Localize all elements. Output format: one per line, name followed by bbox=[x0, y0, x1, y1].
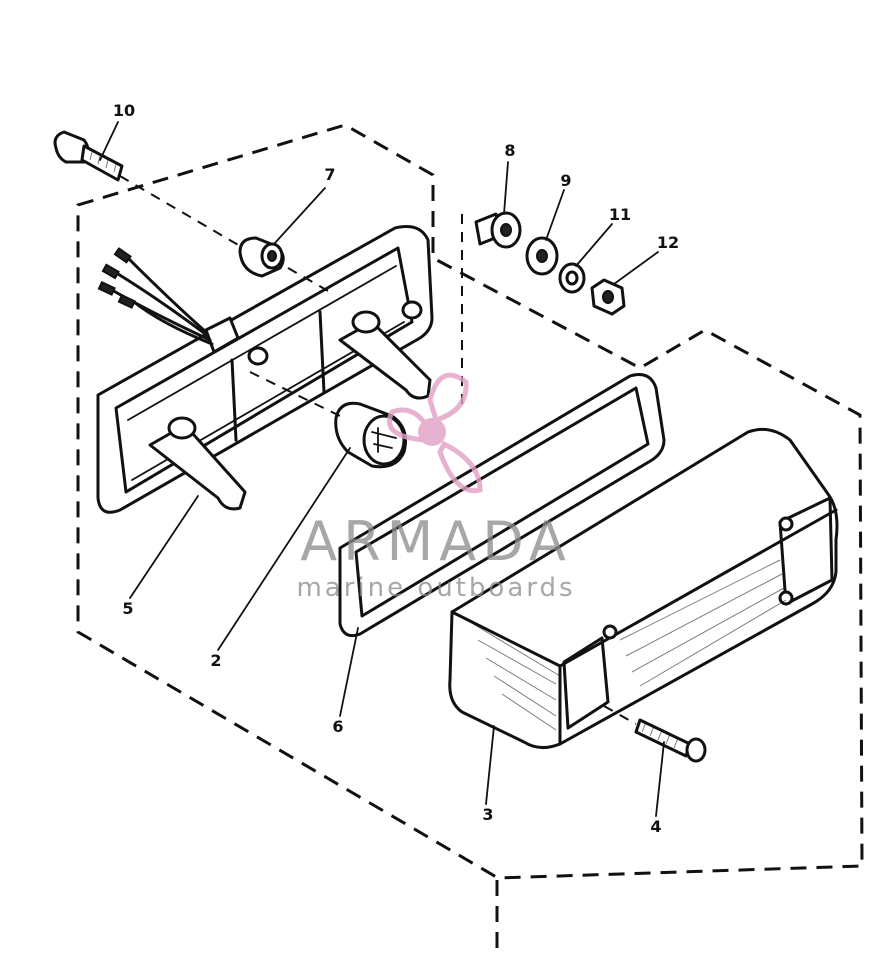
washer-part-9 bbox=[525, 236, 559, 276]
nut-part-12 bbox=[590, 278, 626, 316]
callout-11: 11 bbox=[609, 205, 631, 224]
callout-7: 7 bbox=[324, 165, 335, 184]
callout-4: 4 bbox=[650, 817, 661, 836]
lens-part-3 bbox=[448, 427, 839, 749]
callout-12: 12 bbox=[657, 233, 679, 252]
callout-9: 9 bbox=[560, 171, 571, 190]
callout-labels: 10 7 8 9 11 12 5 2 6 3 4 bbox=[113, 101, 679, 836]
callout-8: 8 bbox=[504, 141, 515, 160]
propeller-logo bbox=[387, 372, 483, 494]
callout-10: 10 bbox=[113, 101, 135, 120]
callout-3: 3 bbox=[482, 805, 493, 824]
callout-6: 6 bbox=[332, 717, 343, 736]
spacer-part-8 bbox=[474, 211, 522, 249]
assembly-boundary bbox=[76, 123, 864, 955]
wire-harness bbox=[97, 247, 214, 346]
callout-5: 5 bbox=[122, 599, 133, 618]
lamp-base-plate bbox=[96, 225, 434, 514]
grommet-part-7 bbox=[238, 236, 285, 278]
screw-part-4 bbox=[603, 705, 707, 763]
lock-washer-part-11 bbox=[558, 262, 586, 294]
watermark-subtitle: marine outboards bbox=[296, 573, 575, 603]
callout-2: 2 bbox=[210, 651, 221, 670]
armada-watermark: ARMADA marine outboards bbox=[296, 372, 575, 603]
watermark-title: ARMADA bbox=[300, 510, 572, 573]
bolt-axis-line bbox=[119, 175, 331, 293]
gasket-part-6 bbox=[338, 373, 666, 638]
leader-lines bbox=[99, 121, 665, 817]
bolt-part-10 bbox=[53, 130, 124, 182]
